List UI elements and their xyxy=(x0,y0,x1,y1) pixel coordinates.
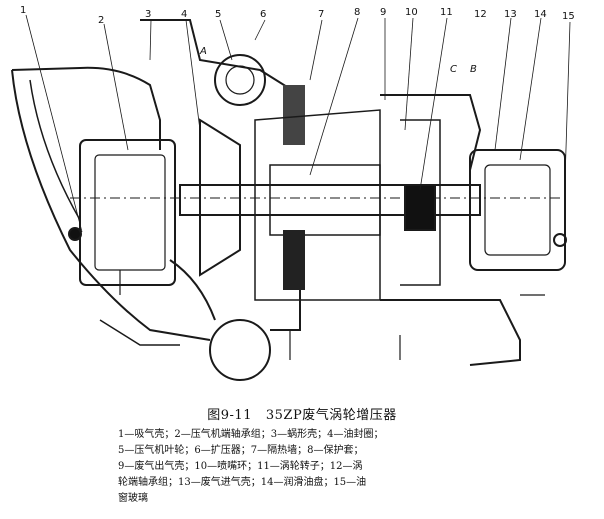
callout-4: 4 xyxy=(181,9,188,20)
section-letter-a: A xyxy=(200,46,207,57)
legend-line-2: 5—压气机叶轮；6—扩压器；7—隔热墙；8—保护套； xyxy=(118,445,364,456)
callout-15: 15 xyxy=(562,11,575,22)
legend-line-1: 1—吸气壳；2—压气机端轴承组；3—蜗形壳；4—油封圈； xyxy=(118,429,384,440)
turbine-rotor-blades xyxy=(404,184,436,231)
bolts xyxy=(119,270,545,360)
section-letter-b: B xyxy=(470,64,477,75)
volute-upper xyxy=(140,19,301,140)
volute-upper-scroll xyxy=(214,54,266,106)
callout-3: 3 xyxy=(145,9,152,20)
legend-line-4: 轮端轴承组；13—废气进气壳；14—润滑油盘；15—油 xyxy=(118,477,367,488)
callout-6: 6 xyxy=(260,9,267,20)
callout-2: 2 xyxy=(98,15,105,26)
compressor-end-cover xyxy=(79,139,176,286)
oil-window-glass xyxy=(553,233,567,247)
legend-line-3: 9—废气出气壳；10—喷嘴环；11—涡轮转子；12—涡 xyxy=(118,461,363,472)
heat-shield xyxy=(269,164,381,236)
exhaust-outlet-upper xyxy=(380,94,482,171)
caption-number: 图9-11 xyxy=(207,408,252,423)
intake-housing-outline xyxy=(11,66,161,150)
volute-lower-scroll xyxy=(209,319,271,381)
callout-13: 13 xyxy=(504,9,517,20)
figure-caption: 图9-11 35ZP废气涡轮增压器 xyxy=(0,404,604,423)
oil-tray xyxy=(484,164,551,256)
leader-lines xyxy=(25,14,571,233)
callout-8: 8 xyxy=(354,7,361,18)
protective-sleeve xyxy=(283,230,305,290)
center-housing xyxy=(254,109,381,301)
exhaust-outlet-lower xyxy=(380,299,521,366)
compressor-impeller-outline xyxy=(199,118,241,277)
section-letter-c: C xyxy=(450,64,457,75)
callout-1: 1 xyxy=(20,5,27,16)
callout-9: 9 xyxy=(380,7,387,18)
legend-line-5: 窗玻璃 xyxy=(118,493,148,504)
callout-10: 10 xyxy=(405,7,418,18)
turbocharger-section-drawing: 1 2 3 4 5 6 7 8 9 10 11 12 13 14 15 A B … xyxy=(11,5,575,381)
plug-left xyxy=(68,227,82,241)
rotor-shaft xyxy=(179,184,481,216)
nozzle-ring xyxy=(400,119,441,286)
intake-housing-lower xyxy=(11,69,211,341)
callout-14: 14 xyxy=(534,9,547,20)
callout-12: 12 xyxy=(474,9,487,20)
cross-section-svg xyxy=(11,14,571,381)
callout-5: 5 xyxy=(215,9,222,20)
callout-11: 11 xyxy=(440,7,453,18)
caption-title: 35ZP废气涡轮增压器 xyxy=(265,408,397,423)
callout-7: 7 xyxy=(318,9,325,20)
turbine-end-housing xyxy=(469,149,566,271)
parts-legend: 1—吸气壳；2—压气机端轴承组；3—蜗形壳；4—油封圈； 5—压气机叶轮；6—扩… xyxy=(118,427,600,507)
